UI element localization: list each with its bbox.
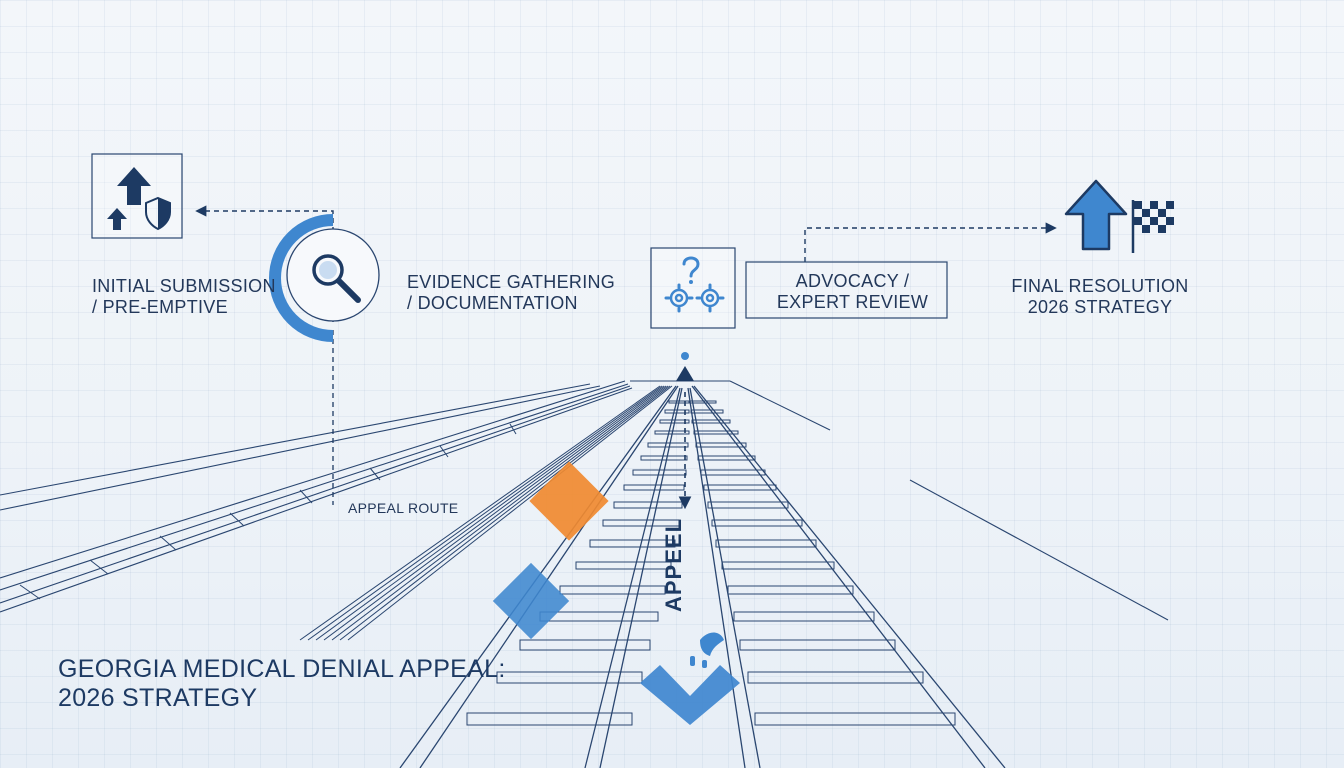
stage-advocacy-label: ADVOCACY / EXPERT REVIEW <box>776 271 929 312</box>
blue-diamond <box>492 562 570 640</box>
title-line-1: GEORGIA MEDICAL DENIAL APPEAL: <box>58 655 506 683</box>
left-track-sleepers <box>19 423 517 600</box>
up-arrows-shield-icon <box>91 153 183 239</box>
track-word: APPEEL <box>661 517 686 613</box>
magnifier-icon <box>269 214 380 342</box>
vanishing-point-marker <box>676 366 694 381</box>
title-line-2: 2026 STRATEGY <box>58 684 258 712</box>
main-track-sleepers <box>466 400 956 726</box>
connector-advocacy-to-final <box>804 222 1057 262</box>
runner-icon <box>690 632 724 668</box>
middle-rail-bundle <box>299 385 673 641</box>
blue-chevron-down <box>640 665 740 725</box>
gears-question-icon <box>650 247 948 329</box>
arrow-flag-icon <box>1064 179 1174 253</box>
stage-evidence-gathering-label: EVIDENCE GATHERING / DOCUMENTATION <box>407 272 616 313</box>
stage-initial-submission-label: INITIAL SUBMISSION / PRE-EMPTIVE <box>92 276 276 317</box>
stage-final-resolution-label: FINAL RESOLUTION 2026 STRATEGY <box>1011 276 1189 317</box>
left-track-far <box>0 380 633 613</box>
appeal-route-label: APPEAL ROUTE <box>348 500 459 516</box>
orange-diamond <box>529 461 609 541</box>
main-track-right <box>687 385 1006 768</box>
page-title: GEORGIA MEDICAL DENIAL APPEAL: 2026 STRA… <box>58 655 506 713</box>
vanishing-point-dot <box>681 352 689 360</box>
